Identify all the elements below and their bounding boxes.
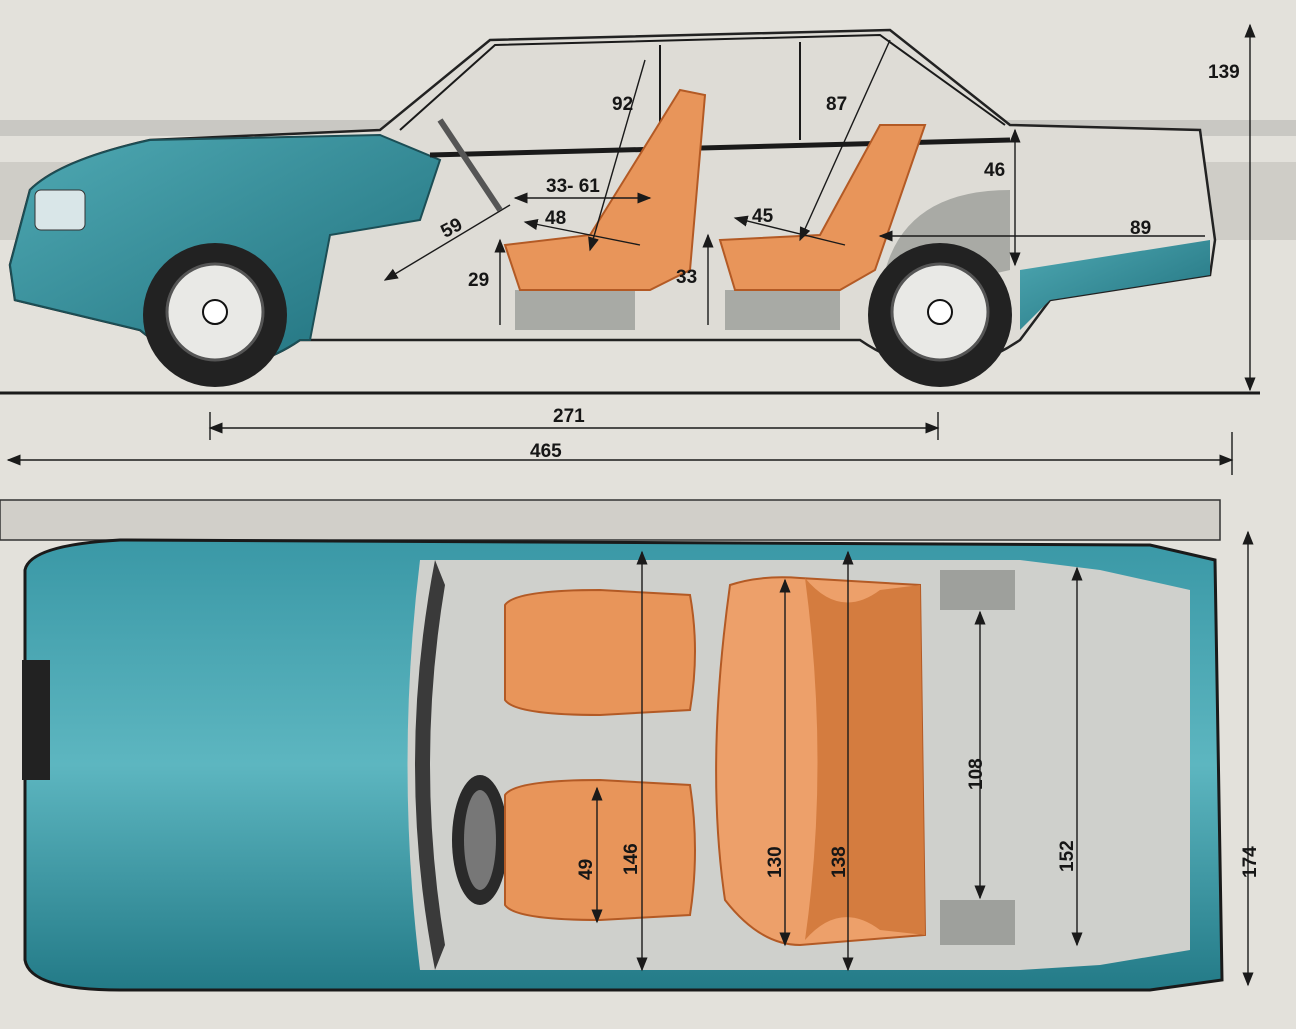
- label-rear-seat-depth: 45: [752, 206, 774, 227]
- label-wheelbase: 271: [553, 406, 585, 427]
- label-front-seat-width: 49: [576, 859, 597, 880]
- label-front-leg-range: 33- 61: [546, 176, 600, 197]
- front-right-seat-top: [504, 588, 696, 717]
- label-trunk-width: 152: [1057, 840, 1078, 872]
- label-front-headroom: 92: [612, 94, 633, 115]
- rear-seat-side: [718, 124, 927, 330]
- side-view-car: [0, 28, 1260, 395]
- side-labels: 139 92 87 46 33- 61 59 48 45 89 29 33 27…: [438, 62, 1240, 462]
- front-left-seat-top: [504, 778, 696, 922]
- label-front-seat-height: 29: [468, 270, 489, 291]
- label-rear-seat-height: 33: [676, 267, 697, 288]
- rear-wheel: [868, 243, 1012, 387]
- label-front-seat-depth: 48: [545, 208, 566, 229]
- label-rear-shoulder-width: 138: [829, 846, 850, 878]
- label-width-total: 174: [1240, 846, 1261, 878]
- top-labels: 49 146 130 138 108 152 174: [576, 758, 1261, 880]
- side-dimension-lines: [6, 23, 1256, 475]
- label-front-shoulder-width: 146: [621, 843, 642, 875]
- label-trunk-length: 89: [1130, 218, 1151, 239]
- front-wheel: [143, 243, 287, 387]
- rear-bench-top: [715, 576, 927, 947]
- label-trunk-width-inner: 108: [966, 758, 987, 790]
- label-trunk-height: 46: [984, 160, 1005, 181]
- top-view-car: [22, 538, 1224, 992]
- top-dimension-lines: [591, 530, 1254, 987]
- label-height-total: 139: [1208, 62, 1240, 83]
- label-length: 465: [530, 441, 562, 462]
- label-rear-headroom: 87: [826, 94, 847, 115]
- label-rear-seat-width: 130: [765, 846, 786, 878]
- front-seat-side: [503, 88, 707, 330]
